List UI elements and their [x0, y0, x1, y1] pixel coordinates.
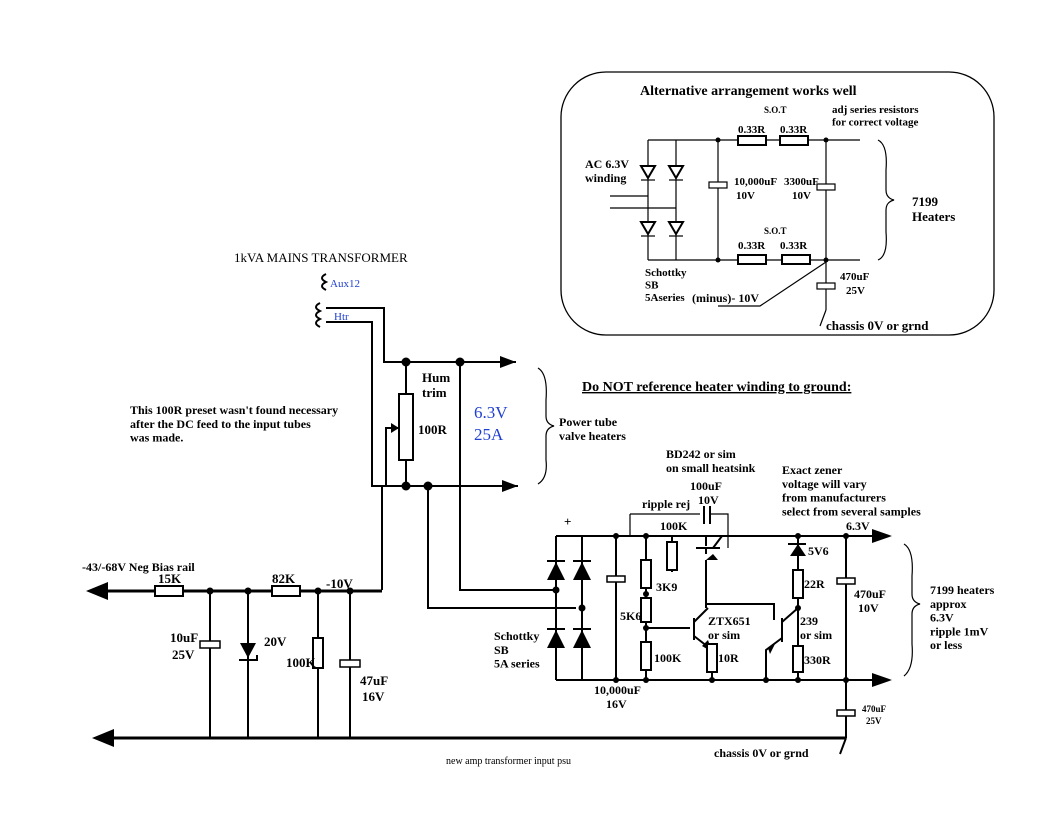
bias-section [86, 582, 847, 755]
r82k-label: 82K [272, 571, 296, 586]
out-6v3-label: 6.3V [846, 519, 870, 533]
heater-voltage-label: 6.3V [474, 403, 508, 422]
alt-r4-label: 0.33R [780, 240, 808, 252]
c100u-voltage: 10V [698, 493, 719, 507]
alt-schottky-label-line: 5Aseries [645, 292, 685, 304]
alt-chassis-label: chassis 0V or grnd [826, 318, 929, 333]
alt-title: Alternative arrangement works well [640, 84, 857, 99]
c10u-label: 10uF [170, 630, 198, 645]
bias-rail-label: -43/-68V Neg Bias rail [82, 560, 195, 574]
r3k9-label: 3K9 [656, 580, 677, 594]
bd242-note-line: on small heatsink [666, 461, 756, 475]
heaters-note-line: or less [930, 638, 962, 652]
heaters-note-line: ripple 1mV [930, 624, 989, 638]
schottky-label-line: 5A series [494, 657, 540, 671]
ztx651-label-line: or sim [708, 628, 740, 642]
alt-sot-bot: S.O.T [764, 226, 787, 236]
alt-c470-label: 470uF [840, 271, 870, 283]
alt-adj-note-line: for correct voltage [832, 117, 918, 129]
r100k-bias-label: 100K [286, 655, 317, 670]
r15k-label: 15K [158, 571, 182, 586]
alt-r3-label: 0.33R [738, 240, 766, 252]
transformer-title: 1kVA MAINS TRANSFORMER [234, 250, 408, 265]
zener-note-line: from manufacturers [782, 491, 886, 505]
c470-small-label: 470uF [862, 704, 887, 714]
schottky-label-line: SB [494, 643, 509, 657]
r22r-label: 22R [804, 577, 825, 591]
hum-trim-label-line: trim [422, 385, 447, 400]
winding-aux-label: Aux12 [330, 278, 360, 290]
q239-label-line: or sim [800, 628, 832, 642]
heater-section [315, 273, 576, 609]
power-tube-note-line: valve heaters [559, 429, 626, 443]
chassis-label: chassis 0V or grnd [714, 746, 809, 760]
regulator-section [547, 506, 921, 738]
alt-sot-top: S.O.T [764, 105, 787, 115]
r10r-label: 10R [718, 651, 739, 665]
heaters-note-line: 6.3V [930, 611, 954, 625]
r100k-reg-label: 100K [660, 519, 688, 533]
alt-r1-label: 0.33R [738, 124, 766, 136]
zener-20v-label: 20V [264, 634, 287, 649]
r100k-b-label: 100K [654, 651, 682, 665]
c470u-out-label: 470uF [854, 587, 886, 601]
alternative-arrangement-panel [560, 71, 995, 336]
alt-ac-winding-line: winding [585, 171, 626, 185]
zener-5v6-label: 5V6 [808, 544, 829, 558]
c10000-voltage: 16V [606, 697, 627, 711]
c470u-out-voltage: 10V [858, 601, 879, 615]
minus10v-label: -10V [326, 576, 353, 591]
zener-note-line: select from several samples [782, 504, 921, 518]
alt-c470-voltage: 25V [846, 285, 865, 297]
alt-c3300-voltage: 10V [792, 190, 811, 202]
alt-minus-label: (minus)- 10V [692, 291, 759, 305]
alt-schottky-label-line: SB [645, 280, 659, 292]
caption: new amp transformer input psu [446, 756, 571, 767]
alt-r2-label: 0.33R [780, 124, 808, 136]
alt-heaters-label-line: Heaters [912, 209, 955, 224]
r330r-label: 330R [804, 653, 831, 667]
c47u-label: 47uF [360, 673, 388, 688]
r5k6-label: 5K6 [620, 609, 641, 623]
c47u-voltage: 16V [362, 689, 385, 704]
c100u-label: 100uF [690, 479, 722, 493]
alt-c10000-label: 10,000uF [734, 176, 777, 188]
pot-100r-label: 100R [418, 422, 448, 437]
ripple-rej-label: ripple rej [642, 497, 690, 511]
zener-note-line: voltage will vary [782, 477, 867, 491]
c10u-voltage: 25V [172, 647, 195, 662]
heater-current-label: 25A [474, 425, 504, 444]
plus-sign: + [564, 514, 571, 529]
preset-note-line: was made. [130, 431, 183, 445]
preset-note-line: after the DC feed to the input tubes [130, 417, 311, 431]
winding-htr-label: Htr [334, 311, 349, 323]
ground-warning: Do NOT reference heater winding to groun… [582, 380, 851, 395]
c10000-label: 10,000uF [594, 683, 641, 697]
alt-c3300-label: 3300uF [784, 176, 819, 188]
heaters-note-line: approx [930, 597, 966, 611]
c470-small-voltage: 25V [866, 716, 882, 726]
alt-c10000-voltage: 10V [736, 190, 755, 202]
